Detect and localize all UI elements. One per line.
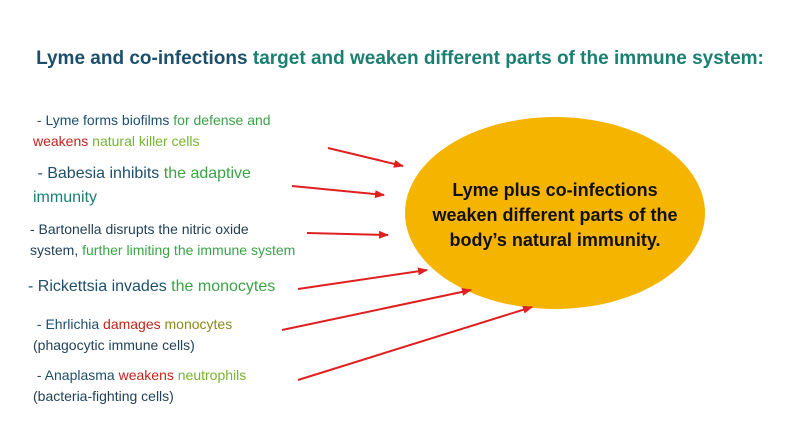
item-ehrlichia: - Ehrlichia damages monocytes (phagocyti…	[33, 314, 232, 356]
item-bartonella-line1: - Bartonella disrupts the nitric oxide	[30, 219, 295, 240]
page-title: Lyme and co-infections target and weaken…	[0, 48, 800, 70]
item-text: weakens	[118, 367, 178, 383]
ellipse-line-3: body’s natural immunity.	[449, 230, 661, 250]
item-text: - Rickettsia invades	[28, 278, 172, 295]
item-lyme-line1: - Lyme forms biofilms for defense and	[33, 110, 271, 131]
item-text: system,	[30, 242, 83, 258]
item-lyme-line2: weakens natural killer cells	[33, 131, 271, 152]
item-babesia-line2: immunity	[33, 186, 251, 210]
item-text: - Lyme forms biofilms	[36, 112, 174, 128]
item-text: monocytes	[164, 316, 233, 332]
item-babesia: - Babesia inhibits the adaptive immunity	[33, 162, 251, 210]
item-rickettsia-line1: - Rickettsia invades the monocytes	[28, 275, 275, 299]
item-text: the monocytes	[171, 278, 276, 295]
item-rickettsia: - Rickettsia invades the monocytes	[28, 275, 275, 299]
item-text: (phagocytic immune cells)	[33, 337, 195, 353]
item-babesia-line1: - Babesia inhibits the adaptive	[33, 162, 251, 186]
item-lyme: - Lyme forms biofilms for defense and we…	[33, 110, 271, 152]
item-text: for defense and	[173, 112, 271, 128]
item-ehrlichia-line1: - Ehrlichia damages monocytes	[33, 314, 232, 335]
item-text: weakens	[33, 133, 93, 149]
item-text: - Anaplasma	[36, 367, 119, 383]
item-text: natural killer cells	[92, 133, 200, 149]
item-bartonella-line2: system, further limiting the immune syst…	[30, 240, 295, 261]
ellipse-line-1: Lyme plus co-infections	[452, 180, 658, 200]
arrow-2	[291, 185, 385, 199]
item-text: (bacteria-fighting cells)	[33, 388, 174, 404]
item-text: - Ehrlichia	[36, 316, 104, 332]
item-anaplasma: - Anaplasma weakens neutrophils (bacteri…	[33, 365, 246, 407]
title-part-2: target and weaken different parts of the…	[252, 48, 764, 69]
item-anaplasma-line1: - Anaplasma weakens neutrophils	[33, 365, 246, 386]
item-ehrlichia-line2: (phagocytic immune cells)	[33, 335, 232, 356]
arrow-1	[327, 147, 404, 168]
item-text: immunity	[33, 189, 98, 206]
item-text: - Babesia inhibits	[37, 165, 164, 182]
title-part-1: Lyme and co-infections	[36, 48, 253, 69]
central-ellipse	[405, 117, 705, 309]
item-text: the adaptive	[163, 165, 251, 182]
arrow-4	[297, 267, 428, 290]
item-bartonella: - Bartonella disrupts the nitric oxide s…	[30, 219, 295, 261]
item-text: damages	[103, 316, 165, 332]
arrow-3	[306, 230, 389, 239]
item-text: - Bartonella disrupts the nitric oxide	[30, 221, 249, 237]
item-text: further limiting the immune system	[82, 242, 296, 258]
arrow-5	[281, 287, 472, 331]
arrow-6	[297, 305, 533, 381]
item-anaplasma-line2: (bacteria-fighting cells)	[33, 386, 246, 407]
ellipse-text: Lyme plus co-infections weaken different…	[410, 178, 700, 253]
item-text: neutrophils	[177, 367, 247, 383]
ellipse-line-2: weaken different parts of the	[432, 205, 678, 225]
